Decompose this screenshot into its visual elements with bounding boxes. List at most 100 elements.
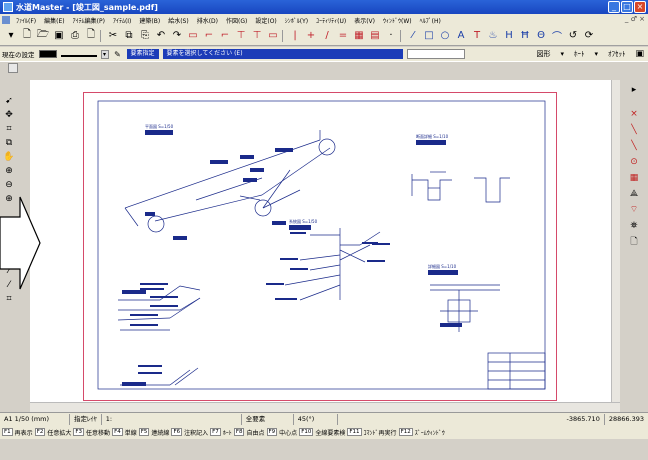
menu-item-edit[interactable]: ｱｲﾃﾑ編集(P) xyxy=(72,17,105,25)
offset-dropdown[interactable]: ｵﾌｾｯﾄ xyxy=(607,50,626,58)
menu-symbol[interactable]: ｼﾝﾎﾞﾙ(Y) xyxy=(284,17,309,25)
circle-tool-icon[interactable]: ⊙ xyxy=(630,157,638,167)
horizontal-scrollbar[interactable] xyxy=(30,402,620,412)
refresh-icon[interactable]: ⟳ xyxy=(584,30,594,41)
red-tool2-icon[interactable]: ⁄ xyxy=(8,280,10,290)
menu-edit[interactable]: 編集(E) xyxy=(44,17,65,25)
copy-tool-icon[interactable]: ⧉ xyxy=(5,138,13,148)
redo-icon[interactable]: ↷ xyxy=(172,30,182,41)
dimension-icon[interactable]: ⁄ xyxy=(412,30,414,41)
minimize-button[interactable]: _ xyxy=(608,1,620,13)
color-swatch[interactable] xyxy=(38,50,57,58)
arrow-tool-icon[interactable]: ▸ xyxy=(631,85,637,95)
line-type-sample[interactable] xyxy=(60,49,97,57)
undo-arrow-icon[interactable]: ↺ xyxy=(568,30,578,41)
document-icon[interactable] xyxy=(2,16,10,24)
trim-icon[interactable]: ⟁ xyxy=(629,189,639,199)
open-file-icon[interactable]: 🗁 xyxy=(36,29,50,40)
menu-item[interactable]: ｱｲﾃﾑ(I) xyxy=(112,17,132,25)
print-icon[interactable]: ⎙ xyxy=(71,30,79,41)
fixture-icon[interactable]: ⛯ xyxy=(630,221,638,231)
element-specify-field[interactable]: 要素指定 xyxy=(126,49,159,59)
circle-icon[interactable]: ○ xyxy=(440,30,450,41)
line-tool2-icon[interactable]: ╲ xyxy=(631,141,637,151)
pen-icon[interactable]: ✎ xyxy=(114,49,121,59)
delete-icon[interactable]: × xyxy=(630,109,638,119)
menu-window[interactable]: ｳｨﾝﾄﾞｳ(W) xyxy=(383,17,412,25)
new-file-icon[interactable]: 🗋 xyxy=(22,29,32,40)
zoom-in-icon[interactable]: ⊕ xyxy=(5,166,13,176)
document-tool-icon[interactable]: 🗋 xyxy=(630,237,638,247)
text-t-icon[interactable]: T xyxy=(473,30,481,41)
cut-icon[interactable]: ✂ xyxy=(108,30,118,41)
text-a-icon[interactable]: A xyxy=(457,30,465,41)
pan-icon[interactable]: ✋ xyxy=(3,152,15,162)
dropdown-arrow-icon[interactable]: ▾ xyxy=(594,50,598,58)
drawing-canvas[interactable] xyxy=(30,80,620,402)
port-dropdown[interactable]: ﾎｰﾄ xyxy=(573,50,585,58)
grid-icon[interactable]: ▦ xyxy=(354,30,364,41)
tee2-icon[interactable]: ⊤ xyxy=(252,30,262,41)
layer-icon[interactable] xyxy=(8,63,18,73)
menu-utility[interactable]: ﾕｰﾃｨﾘﾃｨ(U) xyxy=(316,17,347,25)
cross-icon[interactable]: ⌗ xyxy=(6,124,12,134)
menu-settings[interactable]: 設定(O) xyxy=(255,17,277,25)
zoom-out-icon[interactable]: ⊖ xyxy=(5,180,13,190)
symbol-icon[interactable]: ♨ xyxy=(488,30,498,41)
menu-file[interactable]: ﾌｧｲﾙ(F) xyxy=(16,17,37,25)
slash-icon[interactable]: / xyxy=(325,30,329,41)
theta-icon[interactable]: Θ xyxy=(537,30,545,41)
menu-building[interactable]: 建築(B) xyxy=(139,17,161,25)
command-input[interactable] xyxy=(406,49,465,59)
dropdown-arrow-icon[interactable]: ▾ xyxy=(8,30,14,41)
dropdown-arrow-icon[interactable]: ▾ xyxy=(560,50,564,58)
menu-drainage[interactable]: 排水(D) xyxy=(196,17,219,25)
maximize-button[interactable]: □ xyxy=(621,1,633,13)
zoom-window-icon[interactable]: ⊕ xyxy=(5,194,13,204)
save-icon[interactable]: ▣ xyxy=(54,30,64,41)
select-arrow-icon[interactable]: ➹ xyxy=(5,96,13,106)
vertical-scrollbar[interactable] xyxy=(611,80,620,402)
menu-help[interactable]: ﾍﾙﾌﾟ(H) xyxy=(419,17,441,25)
pattern-icon[interactable]: ▤ xyxy=(370,30,380,41)
dot-icon[interactable]: · xyxy=(389,30,393,41)
shape-dropdown[interactable]: 図形 xyxy=(536,50,551,58)
h-icon[interactable]: H xyxy=(505,30,513,41)
measure-icon[interactable]: ⌗ xyxy=(6,294,12,304)
move-icon[interactable]: ✥ xyxy=(5,110,13,120)
close-button[interactable]: × xyxy=(634,1,646,13)
menu-water-supply[interactable]: 給水(S) xyxy=(168,17,189,25)
line-type-dropdown[interactable]: ▾ xyxy=(100,49,109,59)
box-icon[interactable]: ▭ xyxy=(268,30,278,41)
tee-icon[interactable]: ⊤ xyxy=(236,30,246,41)
mdi-controls[interactable]: _ ♂ × xyxy=(624,15,645,23)
line-tool-icon[interactable]: ╲ xyxy=(631,125,637,135)
red-tool-icon[interactable]: ⁄ xyxy=(8,266,10,276)
settings-icon[interactable]: ▣ xyxy=(635,49,644,59)
corner-icon[interactable]: ⌐ xyxy=(204,30,214,41)
copy-icon[interactable]: ⧉ xyxy=(125,30,133,41)
fillet-icon[interactable]: ⌔ xyxy=(629,205,639,215)
corner2-icon[interactable]: ⌐ xyxy=(220,30,230,41)
hatch-icon[interactable]: ▦ xyxy=(629,173,639,183)
equal-icon[interactable]: = xyxy=(338,30,348,41)
arc-icon[interactable]: ⌒ xyxy=(552,32,562,43)
square-icon[interactable]: □ xyxy=(424,30,434,41)
plus-icon[interactable]: + xyxy=(306,30,316,41)
hh-icon[interactable]: Ħ xyxy=(520,30,530,41)
menu-draw[interactable]: 作図(G) xyxy=(226,17,248,25)
rectangle-icon[interactable]: ▭ xyxy=(188,30,198,41)
preview-icon[interactable]: 🗋 xyxy=(86,29,96,40)
